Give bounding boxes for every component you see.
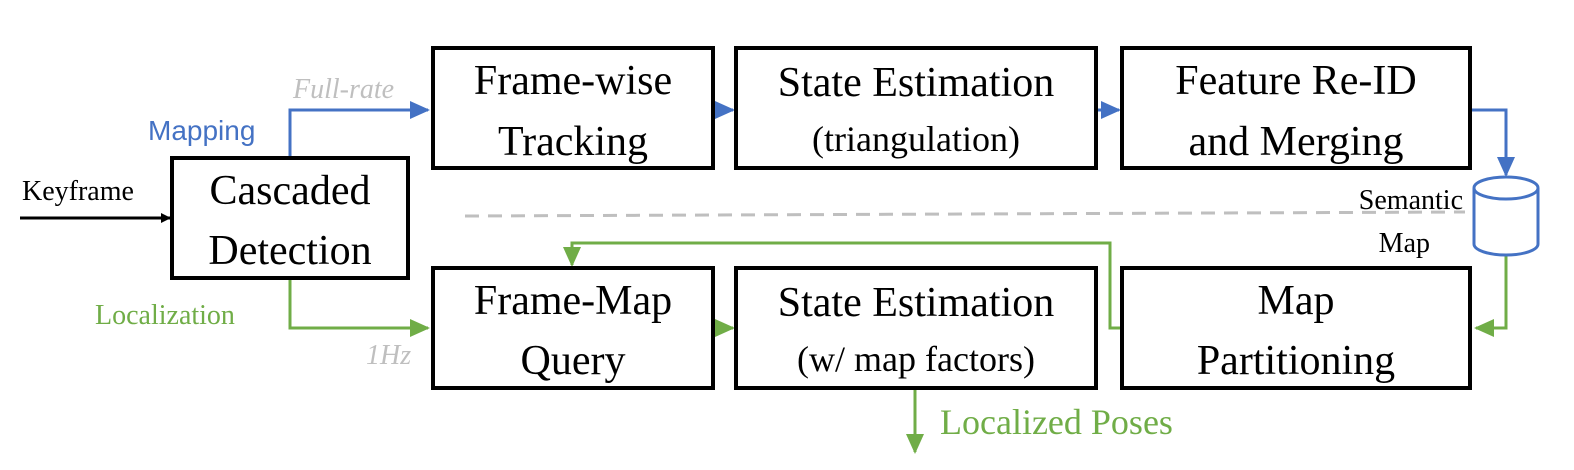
keyframe-label: Keyframe — [22, 176, 134, 207]
node-map-partitioning: Map Partitioning — [1120, 266, 1472, 390]
node-label-line2: Tracking — [498, 119, 648, 165]
node-state-estimation-localization: State Estimation (w/ map factors) — [734, 266, 1098, 390]
node-label-line1: State Estimation — [778, 60, 1054, 106]
node-label-line2: Query — [521, 338, 626, 384]
pipeline-divider — [464, 210, 1466, 218]
node-feature-reid-merging: Feature Re-ID and Merging — [1120, 46, 1472, 170]
node-label-line2: and Merging — [1188, 119, 1403, 165]
mapping-edge-detection-to-tracking — [288, 101, 430, 158]
semantic-map-label-line1: Semantic — [1359, 185, 1463, 216]
mapping-branch-label: Mapping — [148, 115, 255, 146]
node-label-line1: Cascaded — [210, 168, 371, 214]
localized-poses-label: Localized Poses — [940, 402, 1173, 442]
node-frame-map-query: Frame-Map Query — [431, 266, 715, 390]
mapping-edge-reid-to-map — [1470, 108, 1515, 177]
database-cylinder-icon — [1472, 175, 1540, 257]
full-rate-label: Full-rate — [292, 74, 394, 105]
semantic-map-label-line2: Map — [1379, 228, 1430, 259]
node-label-line2: Partitioning — [1197, 338, 1395, 384]
node-label-line2: (triangulation) — [812, 119, 1020, 159]
node-label-line1: State Estimation — [778, 280, 1054, 326]
node-frame-wise-tracking: Frame-wise Tracking — [431, 46, 715, 170]
node-label-line1: Frame-Map — [474, 278, 672, 324]
node-label-line1: Feature Re-ID — [1175, 58, 1416, 104]
node-state-estimation-mapping: State Estimation (triangulation) — [734, 46, 1098, 170]
node-label-line1: Map — [1258, 278, 1335, 324]
localization-edge-partitioning-to-query — [563, 241, 1120, 330]
node-cascaded-detection: Cascaded Detection — [170, 156, 410, 280]
localization-edge-detection-to-query — [288, 278, 430, 337]
node-label-line2: Detection — [208, 228, 371, 274]
node-label-line1: Frame-wise — [474, 58, 672, 104]
node-label-line2: (w/ map factors) — [797, 339, 1035, 379]
localization-branch-label: Localization — [95, 300, 235, 331]
one-hz-label: 1Hz — [366, 340, 411, 371]
localization-edge-map-to-partitioning — [1474, 256, 1508, 337]
